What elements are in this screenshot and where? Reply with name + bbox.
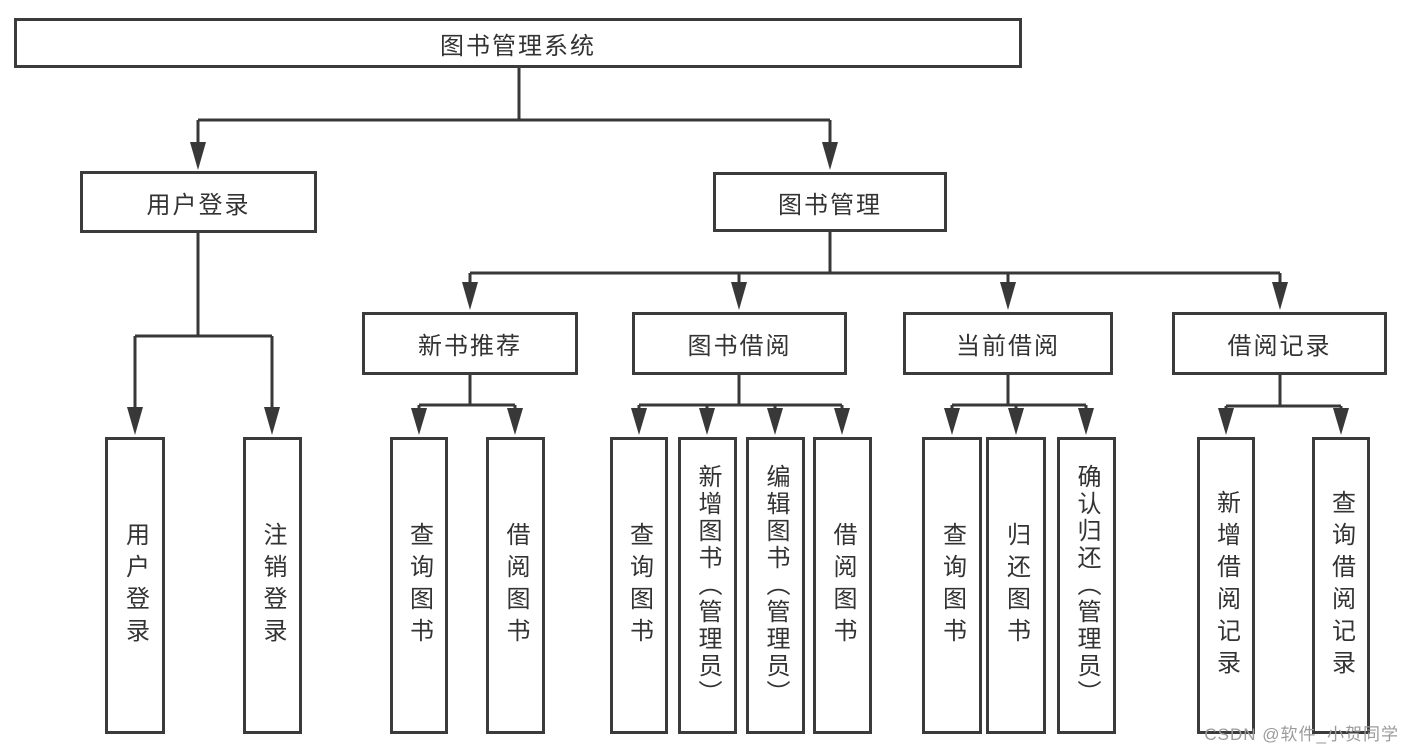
leaf-newbooks-query-books: 查询图书	[390, 437, 448, 734]
leaf-add-borrow-record: 新增借阅记录	[1197, 437, 1255, 734]
leaf-confirm-return-admin: 确认归还（管理员）	[1057, 437, 1116, 734]
leaf-borrow-books: 借阅图书	[813, 437, 872, 734]
leaf-newbooks-borrow-books: 借阅图书	[486, 437, 545, 734]
leaf-return-books: 归还图书	[986, 437, 1046, 734]
node-book-borrow: 图书借阅	[632, 312, 847, 375]
node-book-management: 图书管理	[713, 172, 947, 232]
leaf-logout: 注销登录	[243, 437, 302, 734]
arrowheads	[127, 142, 1349, 435]
csdn-watermark: CSDN @软件_小贺同学	[1204, 725, 1399, 744]
leaf-borrow-query-books: 查询图书	[610, 437, 668, 734]
leaf-query-borrow-record: 查询借阅记录	[1312, 437, 1370, 734]
node-library-system: 图书管理系统	[14, 18, 1022, 68]
node-borrow-records: 借阅记录	[1172, 312, 1387, 375]
node-user-login: 用户登录	[80, 171, 317, 233]
node-new-book-recommend: 新书推荐	[362, 312, 578, 375]
leaf-edit-books-admin: 编辑图书（管理员）	[746, 437, 805, 734]
leaf-add-books-admin: 新增图书（管理员）	[678, 437, 737, 734]
node-current-borrow: 当前借阅	[903, 312, 1113, 375]
leaf-current-query-books: 查询图书	[922, 437, 982, 734]
leaf-user-login: 用户登录	[105, 437, 165, 734]
